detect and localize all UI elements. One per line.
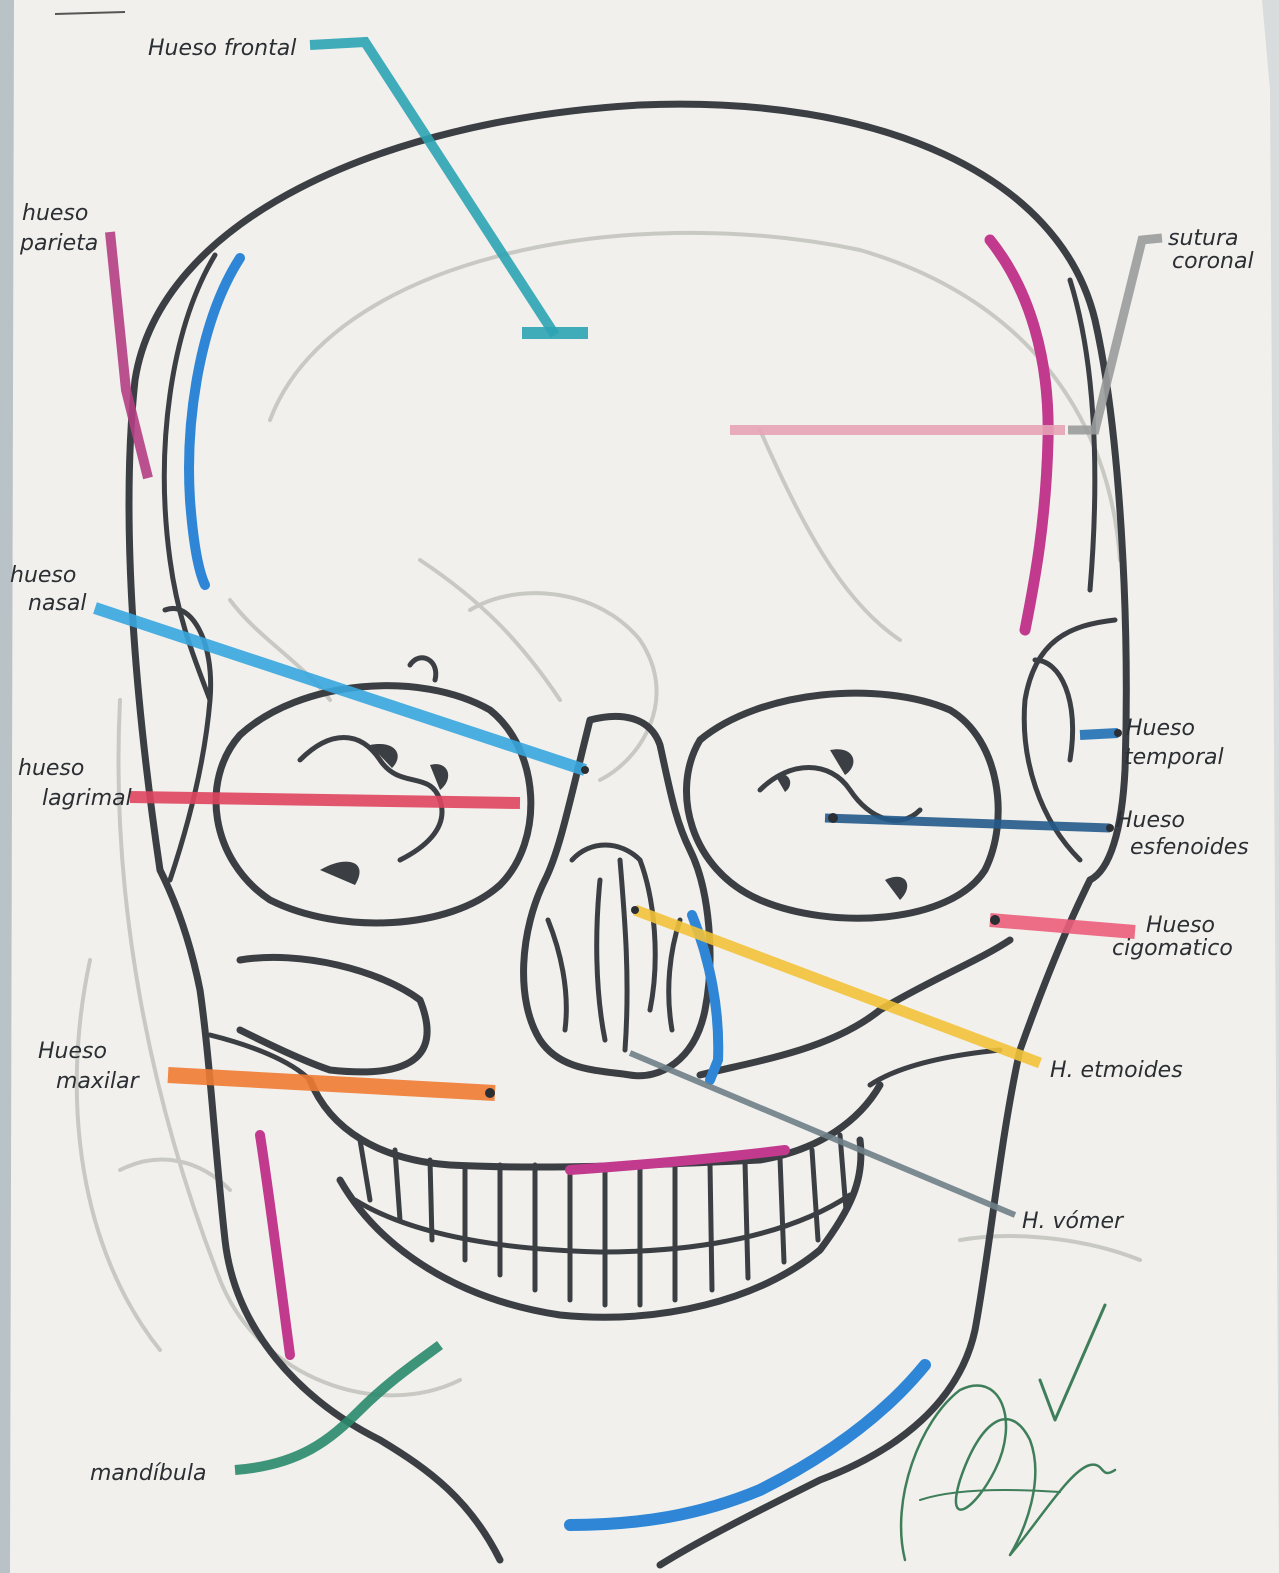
label-hueso-frontal: Hueso frontal [148,36,296,61]
label-sutura-coronal-line2: coronal [1172,249,1254,274]
label-sutura-coronal-line1: sutura [1168,226,1239,251]
label-hueso-temporal-line2: temporal [1124,745,1224,770]
label-hueso-lagrimal-line2: lagrimal [42,786,132,811]
label-hueso-parietal-line1: hueso [22,201,88,226]
label-hueso-nasal-line1: hueso [10,563,76,588]
label-hueso-esfenoides-line1: Hueso [1116,808,1185,833]
leader-hueso-temporal [1080,733,1118,735]
label-hueso-lagrimal-line1: hueso [18,756,84,781]
label-h-vomer: H. vómer [1022,1209,1125,1234]
label-mandibula: mandíbula [90,1461,206,1486]
leader-hueso-lagrimal [130,797,520,803]
label-hueso-esfenoides-line2: esfenoides [1130,835,1249,860]
label-hueso-maxilar-line1: Hueso [38,1039,107,1064]
label-hueso-cigomatico-line2: cigomatico [1112,936,1233,961]
label-hueso-nasal-line2: nasal [28,591,86,616]
label-hueso-maxilar-line2: maxilar [56,1069,141,1094]
label-hueso-parietal-line2: parieta [19,231,98,256]
label-hueso-cigomatico-line1: Hueso [1146,913,1215,938]
label-h-etmoides: H. etmoides [1050,1058,1183,1083]
label-hueso-temporal-line1: Hueso [1126,716,1195,741]
